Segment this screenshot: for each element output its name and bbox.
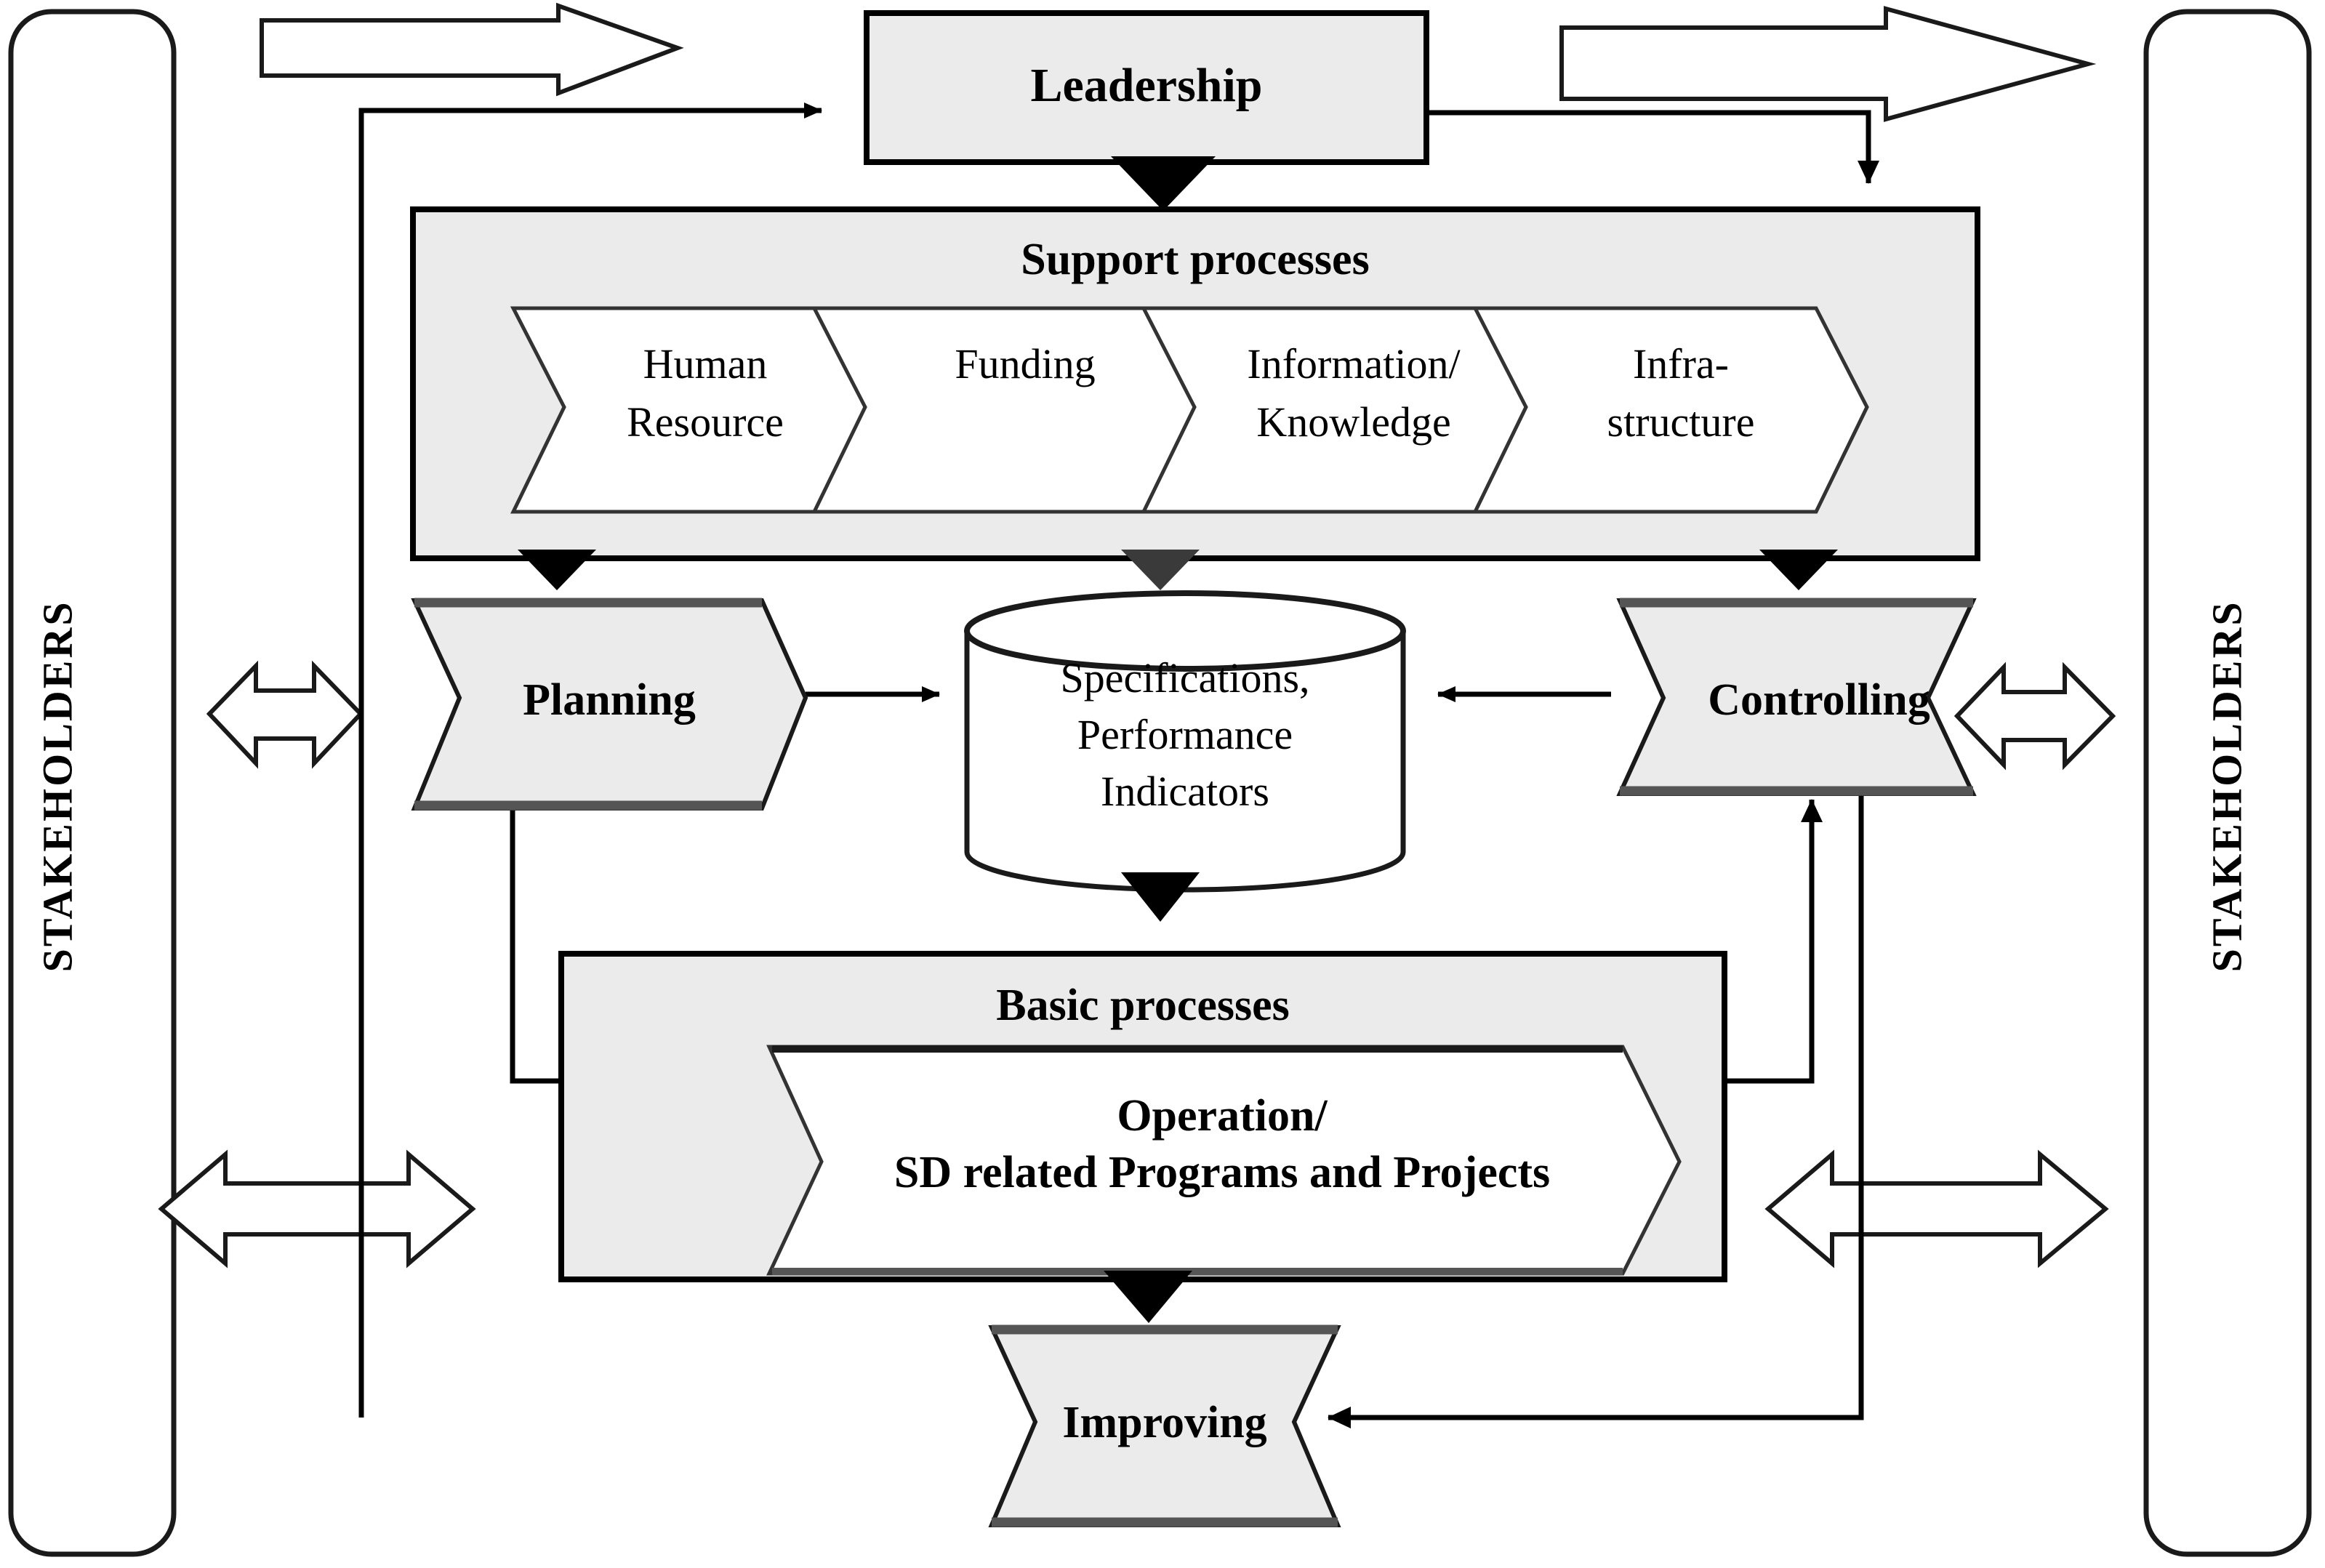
basic-to-improving-arrow-icon — [1104, 1271, 1192, 1323]
basic-operation-chevron[interactable] — [766, 1045, 1682, 1276]
support-to-controlling-arrow-icon — [1759, 550, 1838, 590]
support-chevron-infrastructure[interactable] — [1471, 306, 1869, 514]
stakeholder-right-lower-double-arrow-icon — [1764, 1149, 2109, 1269]
stakeholder-left-upper-double-arrow-icon — [206, 660, 364, 769]
datastore-to-basic-arrow-icon — [1121, 872, 1200, 922]
stakeholders-right-box — [2143, 9, 2312, 1557]
controlling-shape[interactable] — [1616, 598, 1977, 796]
support-chevron-information-knowledge[interactable] — [1140, 306, 1538, 514]
datastore-cylinder[interactable] — [964, 590, 1406, 893]
support-chevron-human-resource[interactable] — [510, 306, 877, 514]
support-to-planning-arrow-icon — [518, 550, 596, 590]
stakeholders-left-box — [8, 9, 177, 1557]
outbound-block-arrow-icon — [1559, 6, 2097, 122]
inbound-block-arrow-icon — [260, 2, 684, 97]
support-to-datastore-arrow-icon — [1121, 550, 1200, 590]
leadership-box[interactable] — [864, 10, 1429, 211]
planning-shape[interactable] — [411, 598, 808, 811]
support-chevron-funding[interactable] — [811, 306, 1206, 514]
stakeholder-right-upper-double-arrow-icon — [1953, 662, 2116, 771]
stakeholder-left-lower-double-arrow-icon — [158, 1149, 476, 1269]
improving-shape[interactable] — [988, 1324, 1341, 1527]
